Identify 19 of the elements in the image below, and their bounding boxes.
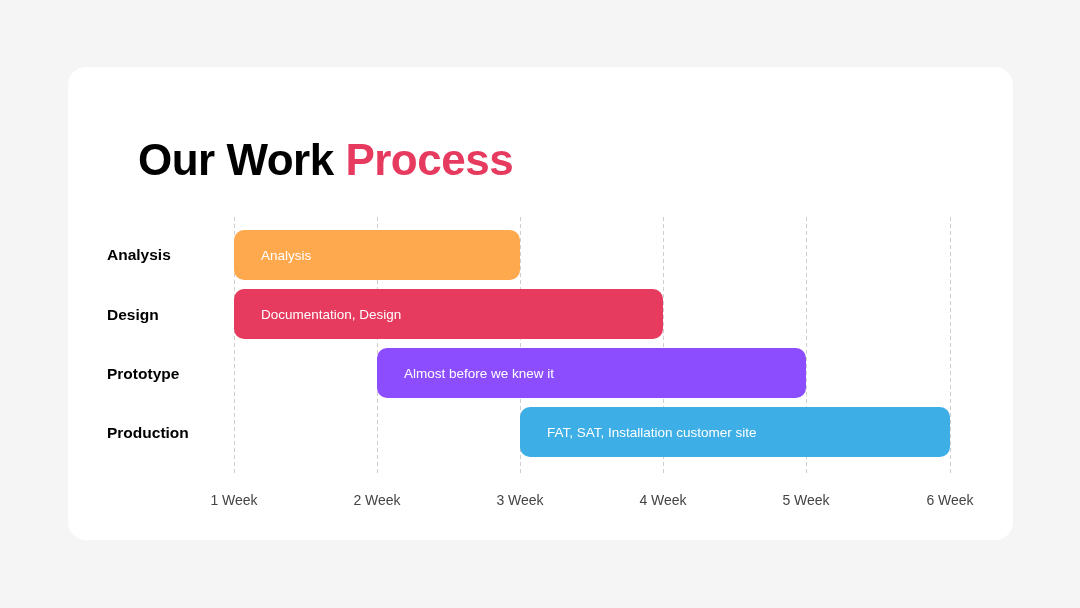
axis-tick-label: 4 Week (639, 491, 687, 509)
axis-tick-label: 5 Week (782, 491, 830, 509)
task-label: FAT, SAT, Installation customer site (547, 424, 757, 440)
timeline-bar (234, 289, 663, 339)
row-label: Prototype (107, 364, 180, 384)
axis-tick-label: 1 Week (210, 491, 258, 509)
row-label: Production (107, 423, 189, 443)
axis-tick-label: 6 Week (926, 491, 974, 509)
timeline-bar (234, 230, 520, 280)
task-label: Documentation, Design (261, 306, 402, 322)
timeline-bar (520, 407, 950, 457)
timeline-bar (377, 348, 806, 398)
axis-tick-label: 2 Week (353, 491, 401, 509)
title: Our Work Process (138, 134, 514, 186)
row-label: Design (107, 305, 159, 325)
task-label: Almost before we knew it (404, 365, 555, 381)
axis-tick-label: 3 Week (496, 491, 544, 509)
task-label: Analysis (261, 247, 312, 263)
row-label: Analysis (107, 245, 171, 265)
